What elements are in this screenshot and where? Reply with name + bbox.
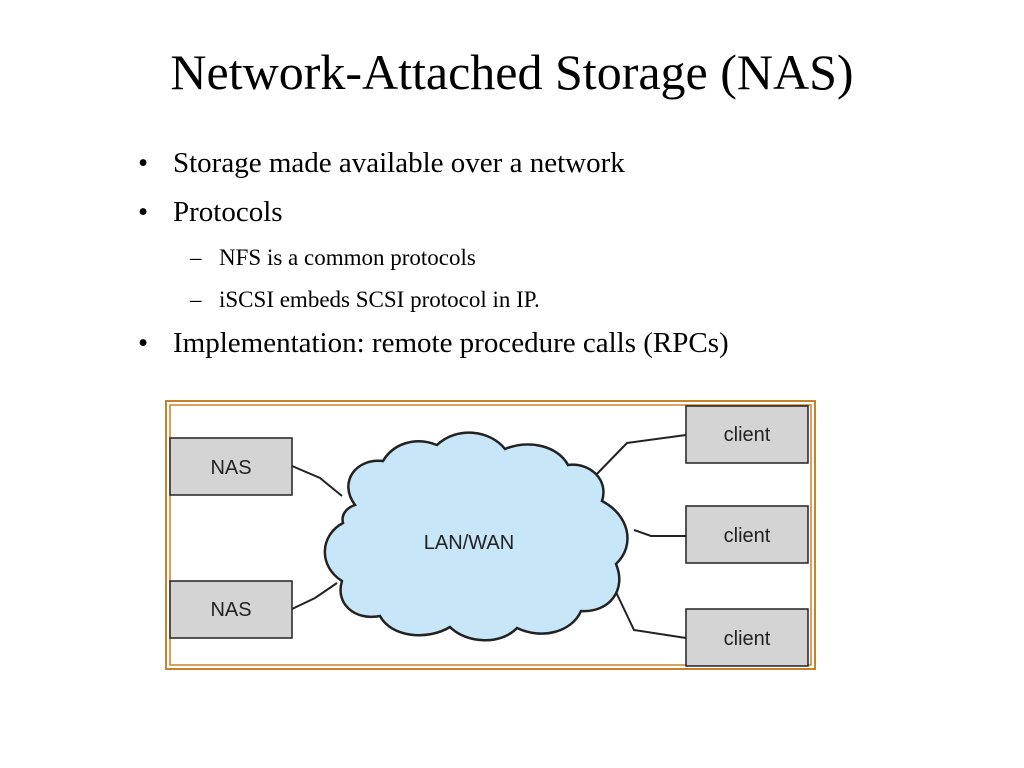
nas-label: NAS bbox=[210, 457, 251, 479]
connection-lines bbox=[291, 434, 687, 639]
slide-title: Network-Attached Storage (NAS) bbox=[170, 44, 854, 100]
bullet-marker: • bbox=[138, 147, 149, 179]
client-label: client bbox=[724, 424, 771, 446]
bullet-list: • Storage made available over a network … bbox=[138, 147, 729, 359]
client-node: client bbox=[685, 505, 809, 564]
sub-bullet-iscsi: iSCSI embeds SCSI protocol in IP. bbox=[219, 287, 540, 312]
client-box bbox=[685, 505, 809, 564]
sub-bullet-nfs: NFS is a common protocols bbox=[219, 245, 476, 270]
nas-box bbox=[169, 580, 293, 639]
client-box bbox=[685, 405, 809, 464]
client-node: client bbox=[685, 608, 809, 667]
connection-nas-top bbox=[291, 465, 343, 497]
connection-client-middle bbox=[633, 529, 686, 537]
bullet-storage-network: Storage made available over a network bbox=[173, 147, 625, 179]
client-label: client bbox=[724, 628, 771, 650]
connection-client-top bbox=[590, 434, 687, 481]
connection-nas-bottom bbox=[291, 582, 338, 610]
nas-node: NAS bbox=[169, 580, 293, 639]
nas-network-diagram: LAN/WAN NAS NAS client client client bbox=[165, 400, 816, 670]
sub-bullet-marker: – bbox=[190, 287, 202, 312]
lan-wan-cloud bbox=[323, 431, 629, 642]
bullet-protocols: Protocols bbox=[173, 196, 283, 228]
nas-box bbox=[169, 437, 293, 496]
bullet-implementation-rpc: Implementation: remote procedure calls (… bbox=[173, 327, 729, 359]
bullet-marker: • bbox=[138, 196, 149, 228]
nas-node: NAS bbox=[169, 437, 293, 496]
sub-bullet-marker: – bbox=[190, 245, 202, 270]
connection-client-bottom bbox=[614, 589, 687, 639]
client-node: client bbox=[685, 405, 809, 464]
nas-label: NAS bbox=[210, 599, 251, 621]
client-label: client bbox=[724, 525, 771, 547]
client-box bbox=[685, 608, 809, 667]
bullet-marker: • bbox=[138, 327, 149, 359]
cloud-label: LAN/WAN bbox=[424, 532, 514, 554]
